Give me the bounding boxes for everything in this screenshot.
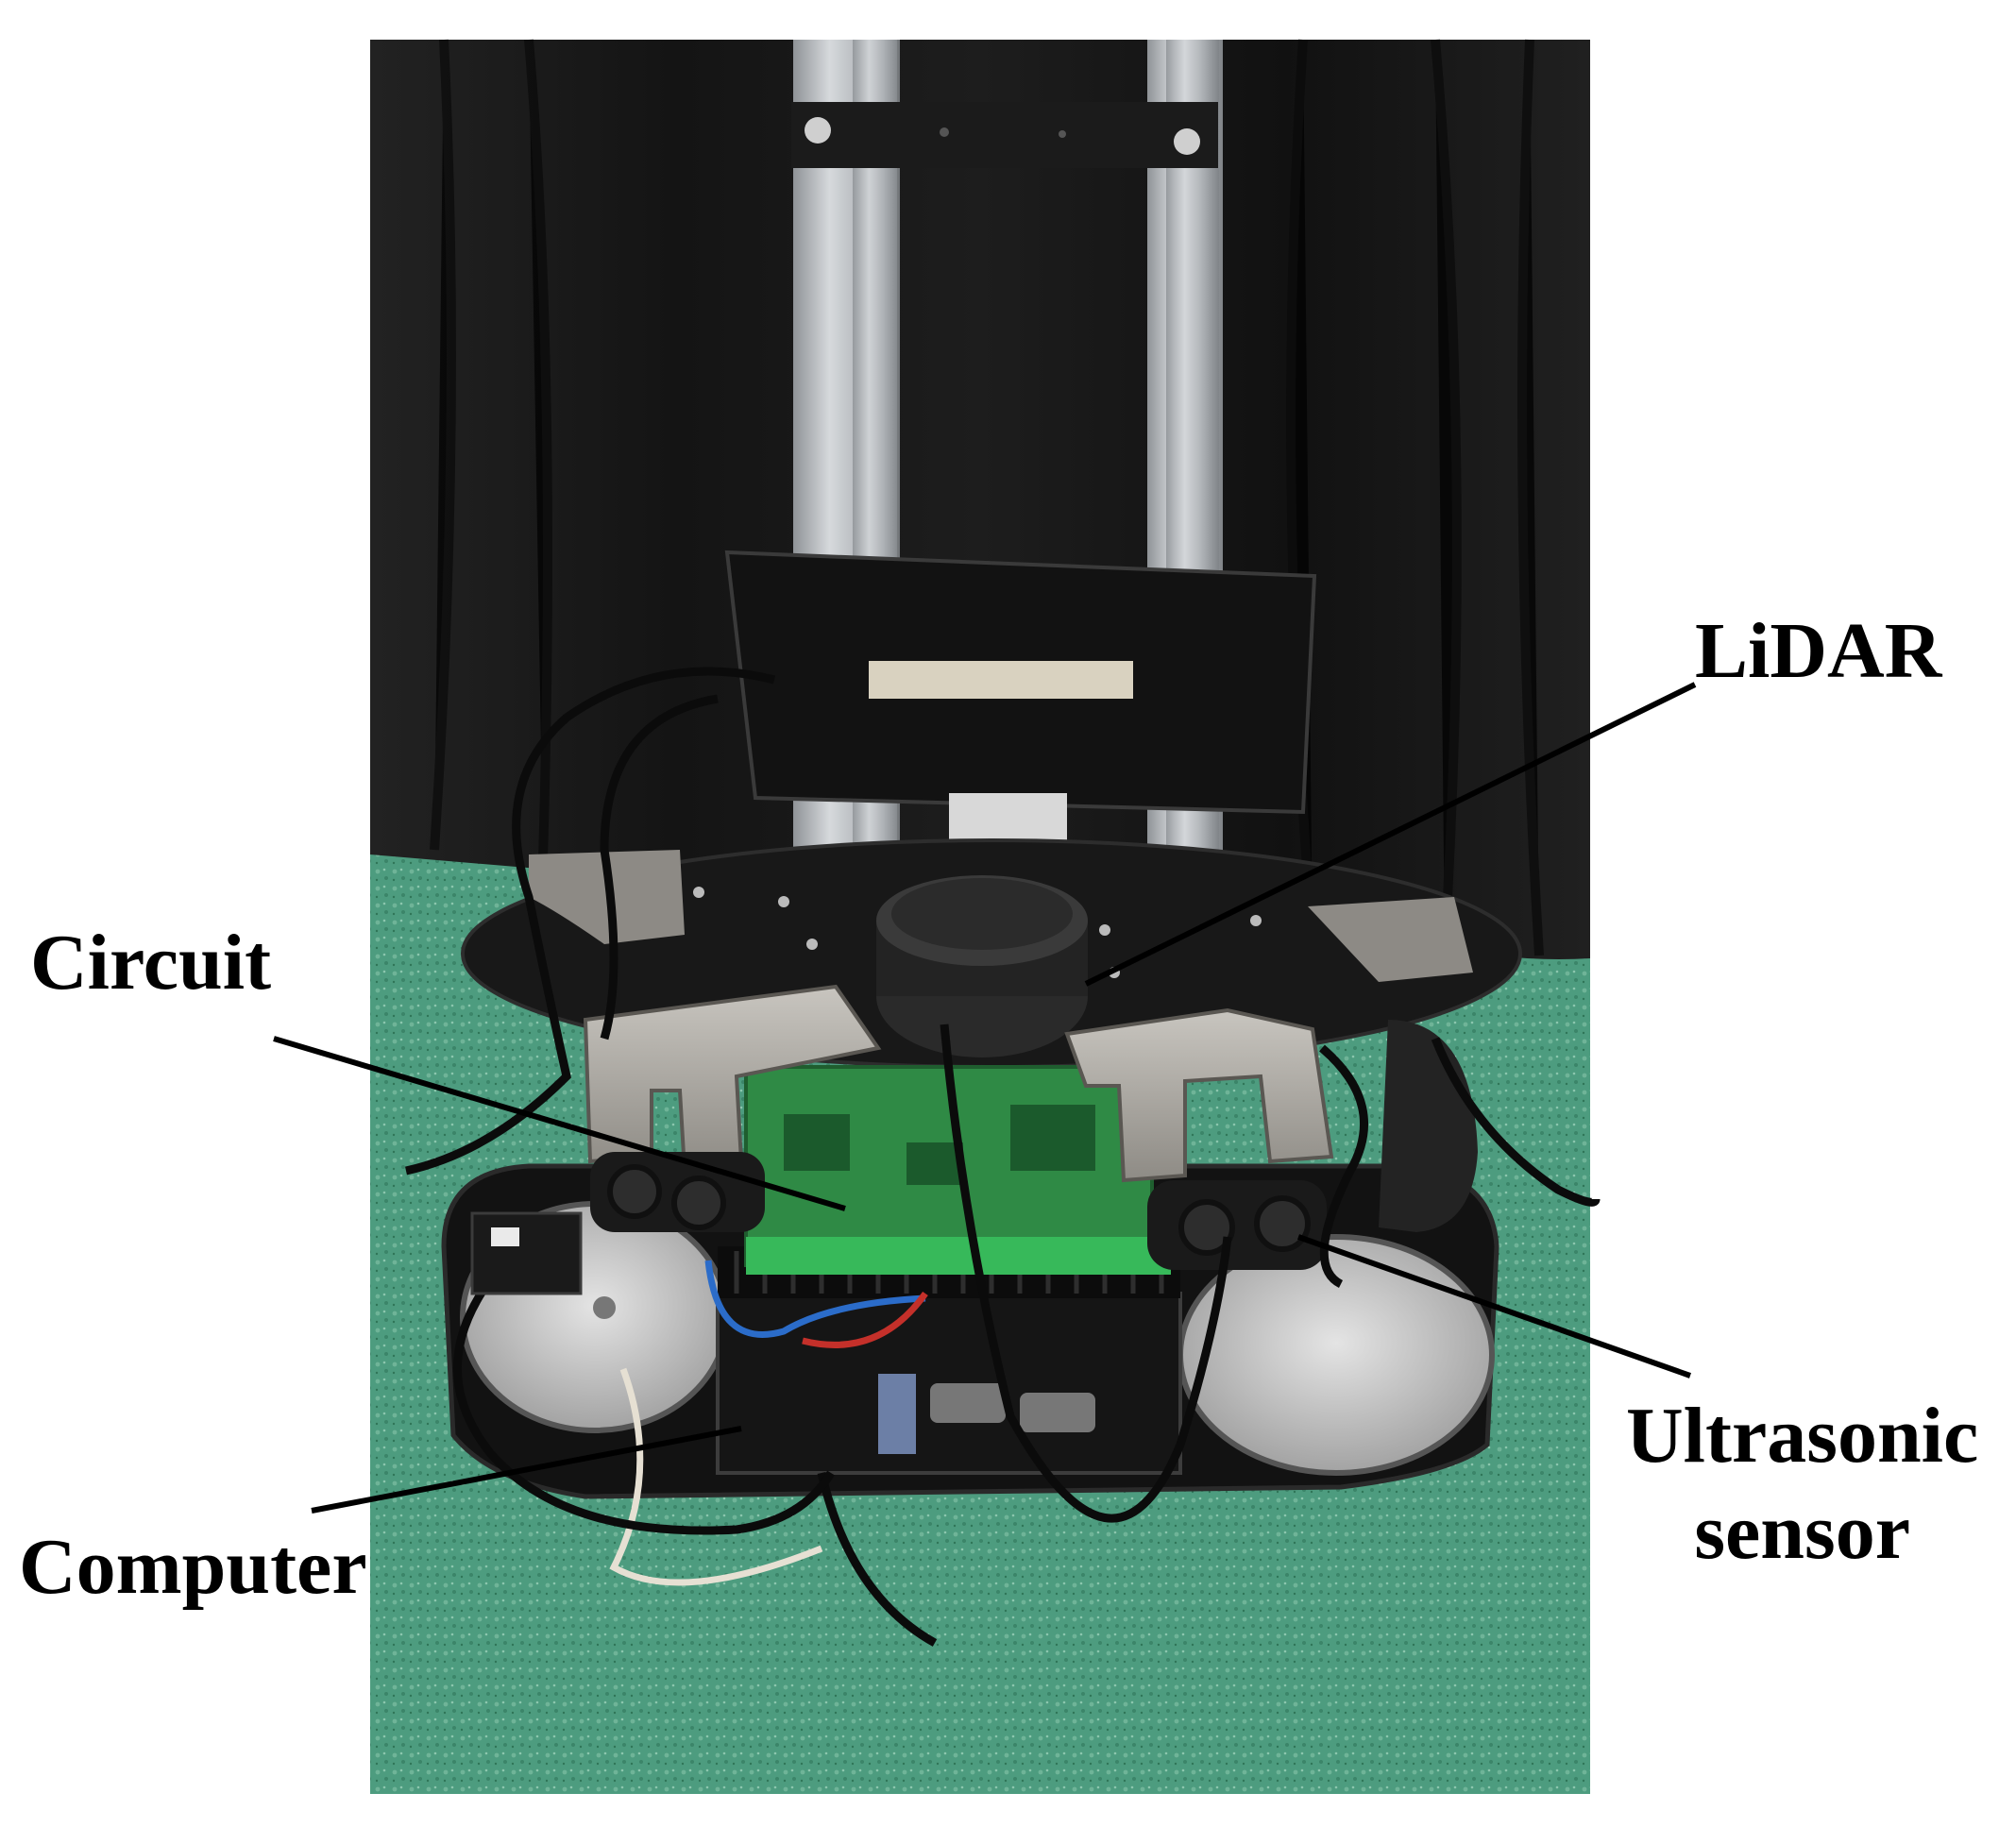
curtain-folds: [430, 39, 1544, 956]
serial-port: [1020, 1393, 1095, 1432]
serial-port: [930, 1383, 1006, 1423]
computer-label: Computer: [19, 1523, 367, 1611]
ultrasonic-label-line2: sensor: [1694, 1488, 1910, 1577]
right-drive-wheel: [1177, 1234, 1495, 1476]
right-bracket: [1064, 1007, 1334, 1183]
computer-box: [716, 1246, 1182, 1475]
right-top-bracket: [1308, 897, 1473, 982]
monitor-bracket: [869, 661, 1133, 699]
circuit-leader-line: [273, 1036, 846, 1211]
lidar-label: LiDAR: [1695, 607, 1942, 695]
annotation-leaders: [273, 682, 1697, 1514]
ultrasonic-sensor-label: Ultrasonic sensor: [1626, 1388, 1978, 1582]
circuit-board: [609, 1065, 1171, 1586]
usb-adapter: [878, 1374, 916, 1454]
ultrasonic-leader-line: [1296, 1234, 1692, 1379]
mast-crossbar: [791, 102, 1218, 168]
ultrasonic-label-line1: Ultrasonic: [1626, 1392, 1979, 1480]
computer-leader-line: [311, 1426, 742, 1514]
sensor-brackets: [583, 984, 1334, 1270]
lidar-sensor: [876, 875, 1088, 1057]
terminal-blocks: [746, 1237, 1171, 1275]
circuit-label: Circuit: [30, 919, 272, 1007]
cables: [405, 667, 1601, 1647]
lidar-leader-line: [1084, 682, 1697, 987]
usb-hub: [470, 1211, 583, 1295]
